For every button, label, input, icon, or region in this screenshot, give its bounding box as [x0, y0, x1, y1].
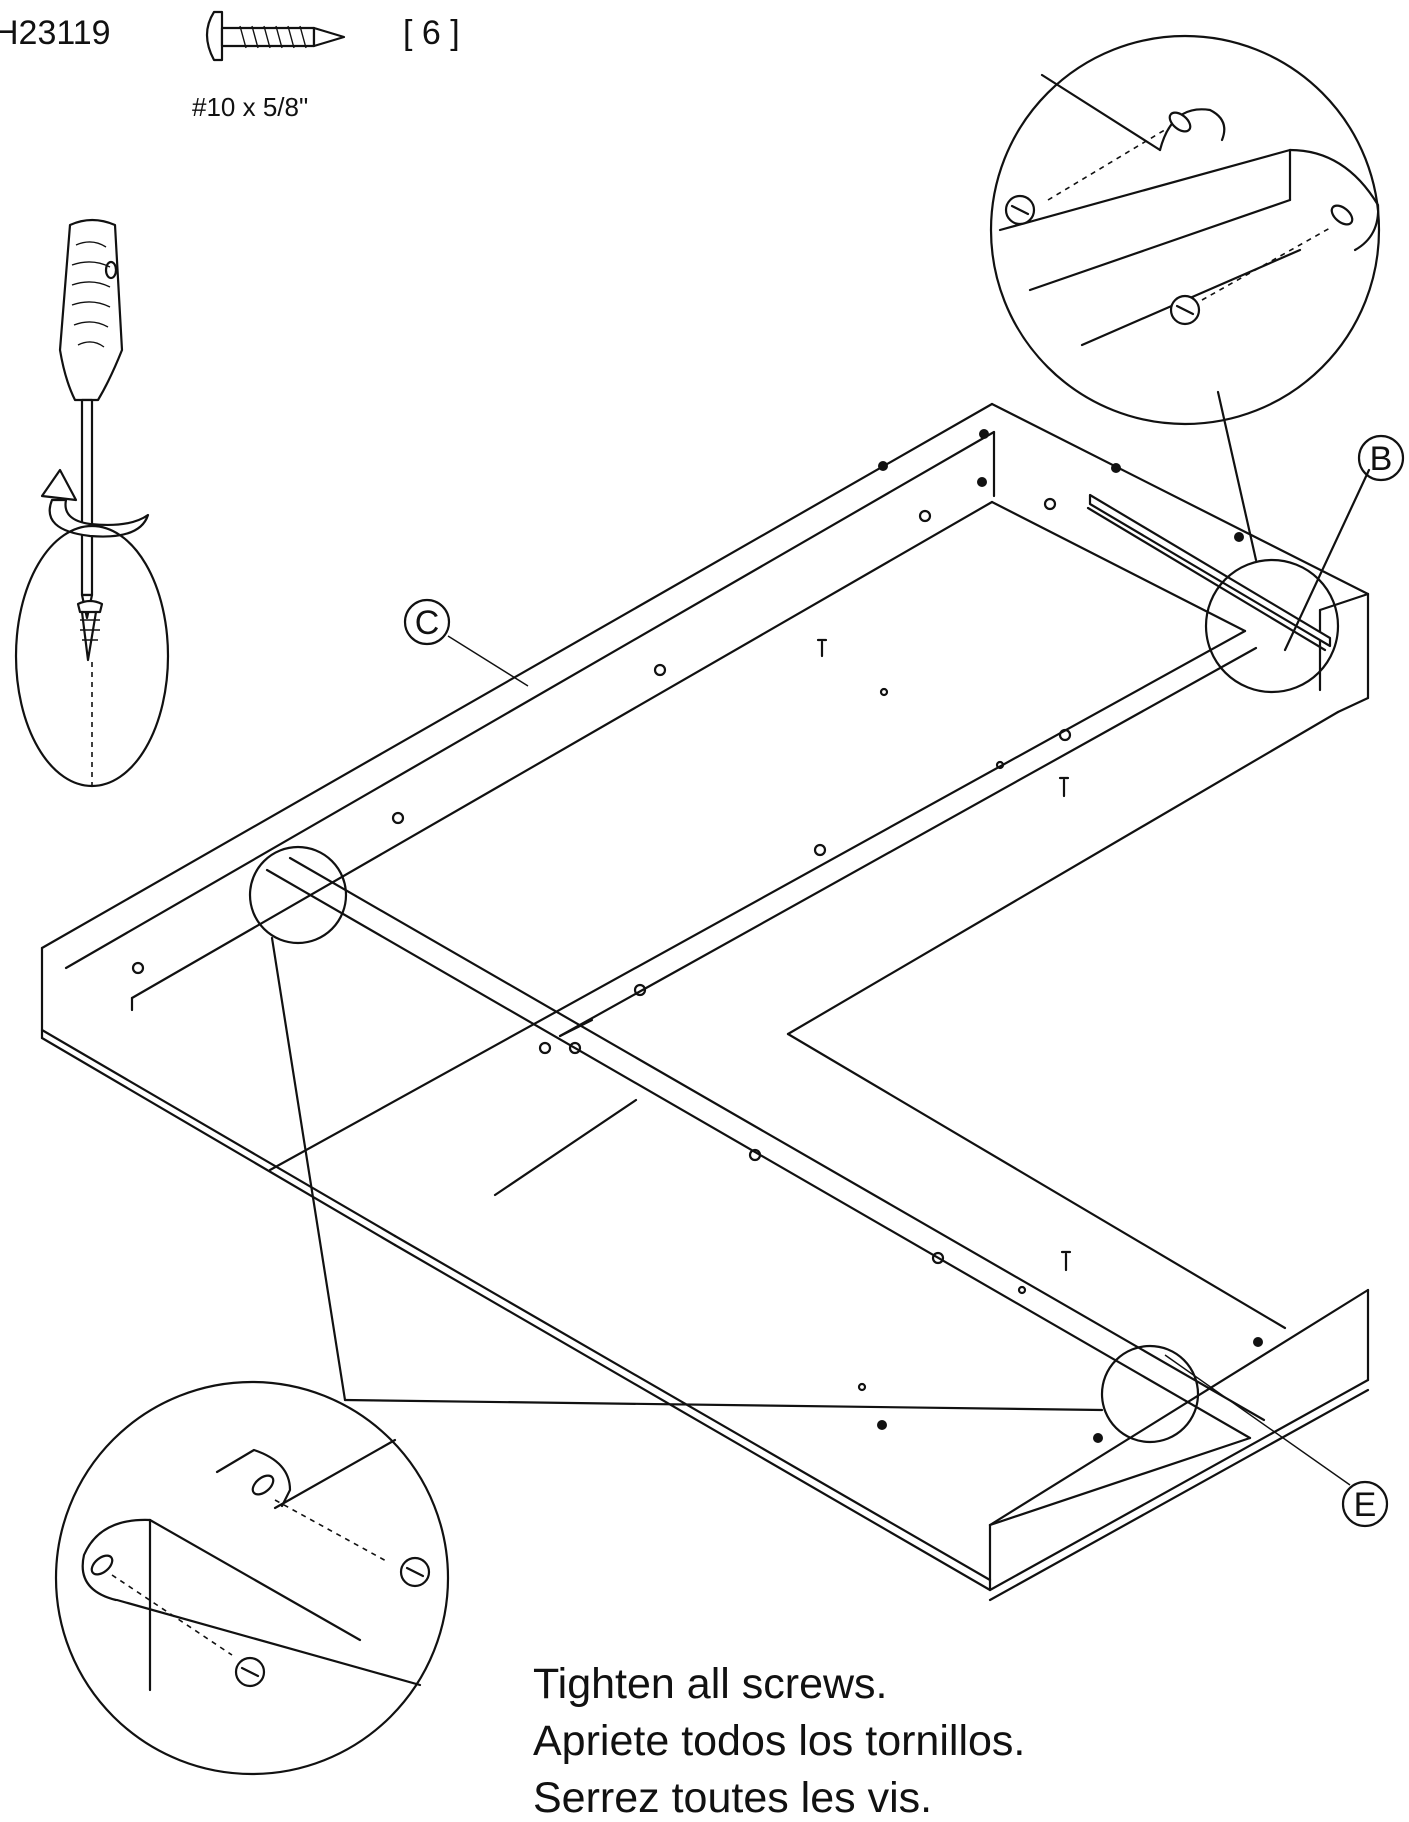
label-e: E	[1341, 1480, 1389, 1528]
rotate-arrow-icon	[40, 468, 150, 538]
instruction-spanish: Apriete todos los tornillos.	[533, 1717, 1026, 1765]
panel-b-end	[992, 430, 1370, 714]
svg-text:C: C	[415, 604, 440, 642]
panel-c	[40, 402, 1370, 1247]
zoom-detail-top-right	[989, 34, 1381, 426]
screw-size: #10 x 5/8"	[192, 92, 309, 122]
hardware-holes	[131, 429, 1263, 1443]
label-b: B	[1357, 434, 1405, 482]
instruction-french: Serrez toutes les vis.	[533, 1774, 933, 1822]
detail-circles	[248, 390, 1371, 1486]
screw-icon	[205, 10, 346, 62]
screw-detail-oval	[14, 524, 170, 788]
label-c: C	[403, 598, 529, 687]
screw-quantity: [ 6 ]	[403, 14, 460, 52]
svg-text:B: B	[1370, 440, 1393, 478]
rails	[265, 500, 1340, 1440]
zoom-detail-bottom-left	[54, 1380, 450, 1776]
instruction-english: Tighten all screws.	[533, 1660, 888, 1708]
svg-text:E: E	[1354, 1486, 1377, 1524]
screwdriver-icon	[58, 218, 124, 620]
part-code: H23119	[0, 14, 111, 52]
panel-e	[393, 1234, 1370, 1602]
